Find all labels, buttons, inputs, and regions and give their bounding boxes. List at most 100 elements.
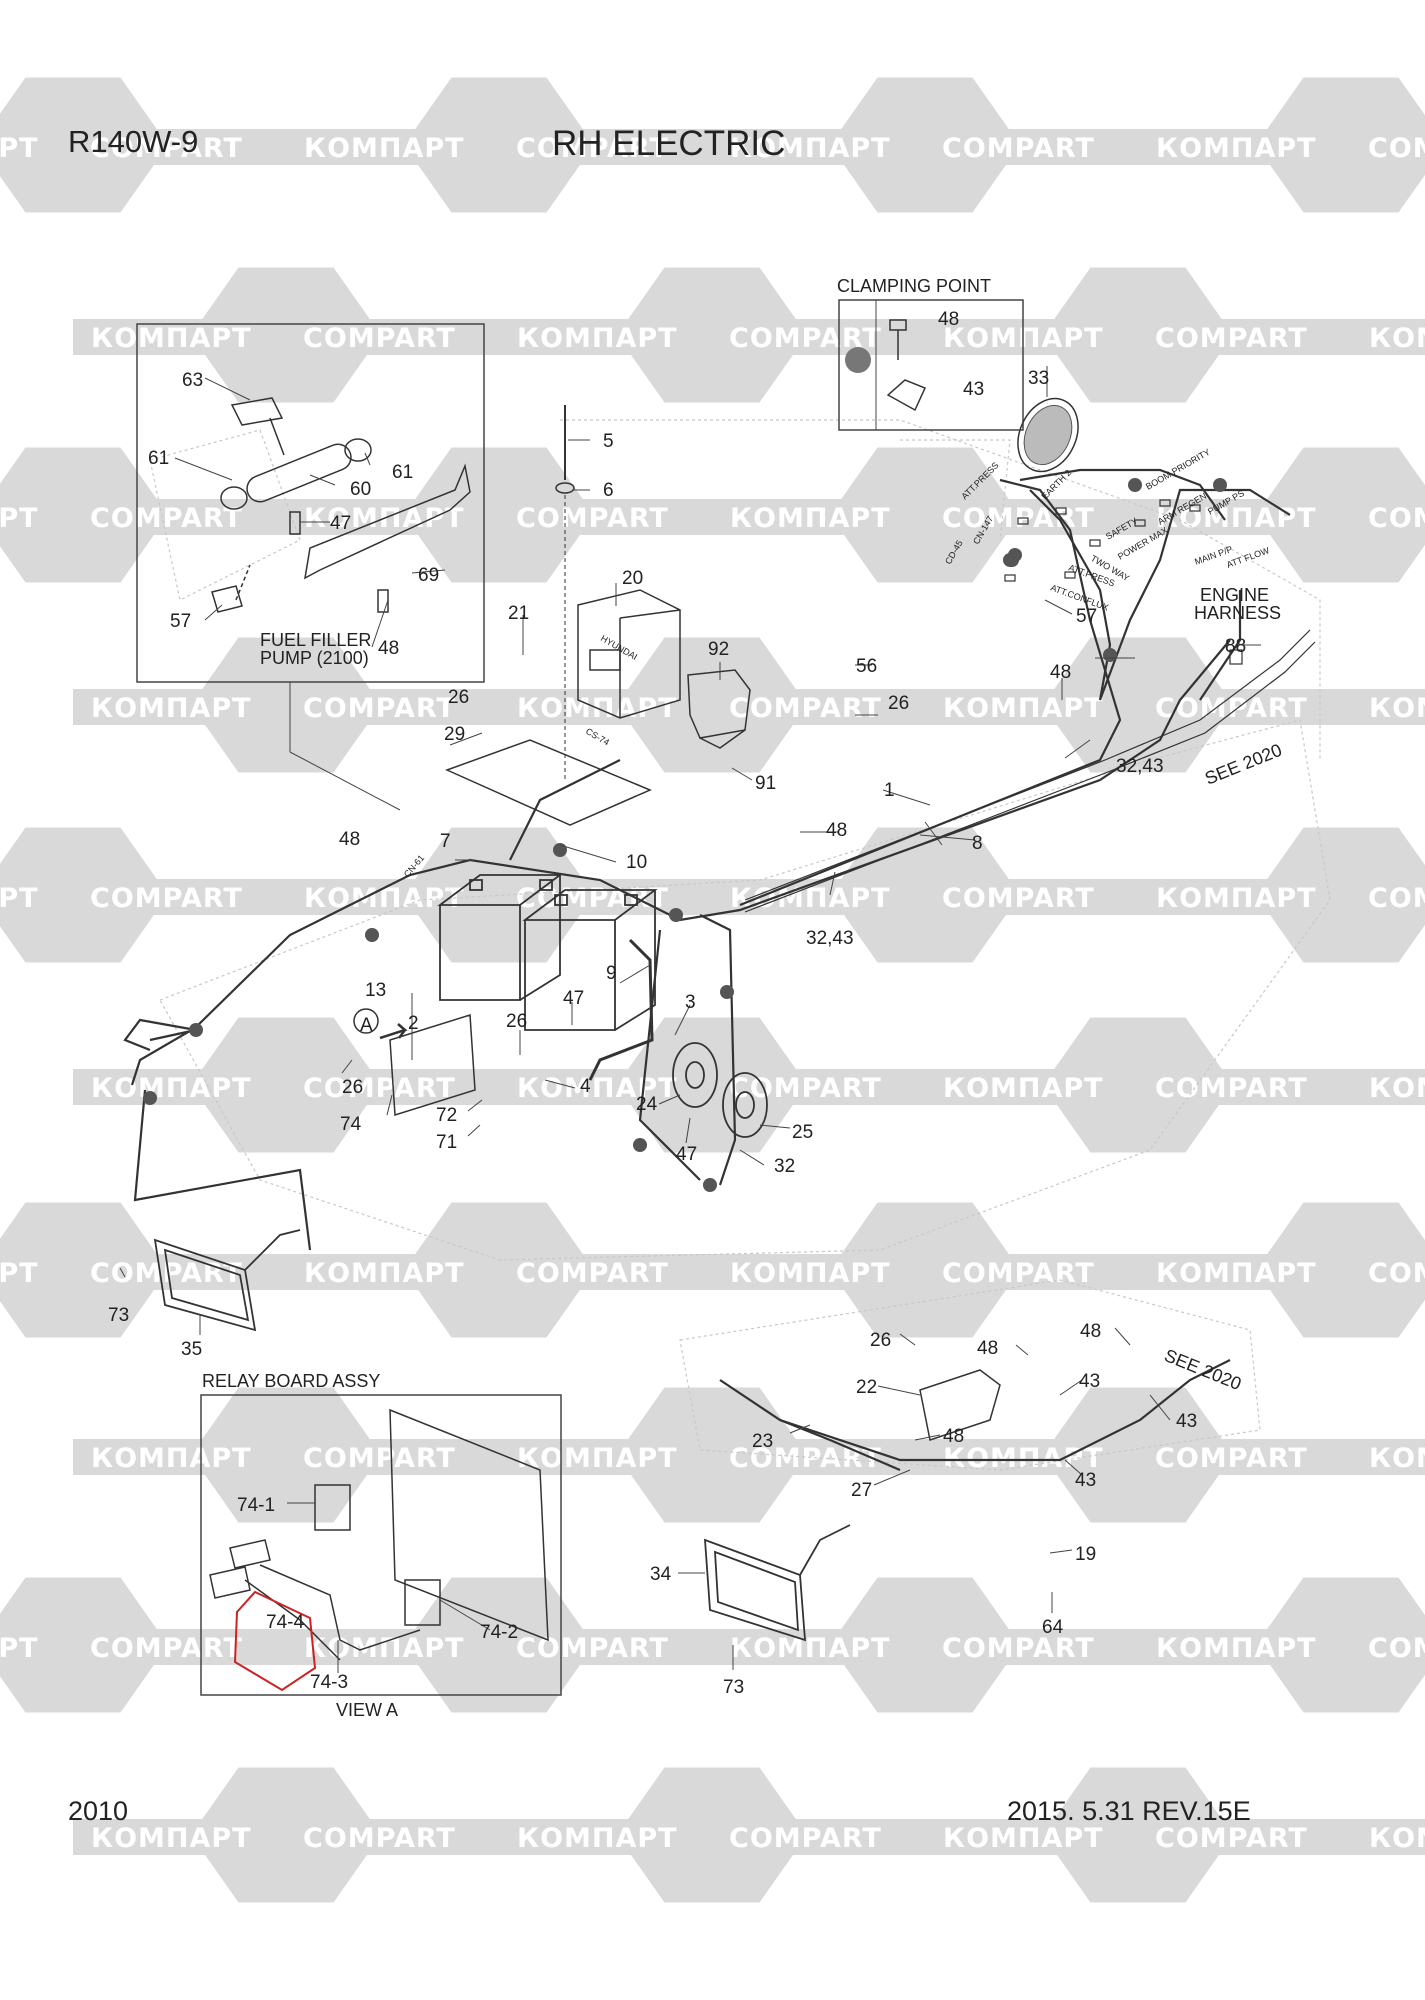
conn-cn-147: CN-147 xyxy=(971,514,995,546)
watermark-text: КОМПАРТ xyxy=(517,323,678,354)
watermark-text: КОМПАРТ xyxy=(0,883,39,914)
model-number: R140W-9 xyxy=(68,124,199,159)
callout-26-top: 26 xyxy=(888,693,909,714)
callout-61-left: 61 xyxy=(148,448,169,469)
see-2020-lower: SEE 2020 xyxy=(1162,1345,1245,1394)
watermark-text: КОМПАРТ xyxy=(943,693,1104,724)
page-title: RH ELECTRIC xyxy=(552,124,786,163)
controller-brand: HYUNDAI xyxy=(599,633,639,662)
watermark-text: КОМПАРТ xyxy=(1369,1073,1425,1104)
watermark-text: COMPART xyxy=(1155,323,1308,354)
watermark-text: COMPART xyxy=(729,693,882,724)
callout-60: 60 xyxy=(350,479,371,500)
callout-9: 9 xyxy=(606,963,617,984)
callout-57-right: 57 xyxy=(1076,606,1097,627)
watermark-text: COMPART xyxy=(303,1443,456,1474)
watermark-tile: КОМПАРТ COMPART xyxy=(499,1767,925,1903)
leader-lines xyxy=(119,366,1261,1673)
watermark-text: COMPART xyxy=(1155,1823,1308,1854)
watermark-text: КОМПАРТ xyxy=(1156,1633,1317,1664)
watermark-text: COMPART xyxy=(942,133,1095,164)
callout-69: 69 xyxy=(418,565,439,586)
watermark-text: COMPART xyxy=(516,1258,669,1289)
callout-7: 7 xyxy=(440,831,451,852)
callout-19: 19 xyxy=(1075,1544,1096,1565)
module-92 xyxy=(687,669,751,749)
callout-29: 29 xyxy=(444,724,465,745)
callout-2: 2 xyxy=(408,1013,419,1034)
callout-21: 21 xyxy=(508,603,529,624)
watermark-text: COMPART xyxy=(516,503,669,534)
conn-cs-74: CS-74 xyxy=(584,726,611,747)
conn-att-press-1: ATT.PRESS xyxy=(959,460,1000,501)
watermark-text: КОМПАРТ xyxy=(517,1443,678,1474)
watermark-text: КОМПАРТ xyxy=(517,1823,678,1854)
watermark-text: COMPART xyxy=(303,1823,456,1854)
watermark-text: COMPART xyxy=(729,1073,882,1104)
mounting-plate xyxy=(444,739,652,826)
callout-72: 72 xyxy=(436,1105,457,1126)
conn-safety: SAFETY xyxy=(1104,516,1139,542)
callout-13: 13 xyxy=(365,980,386,1001)
conn-att-flow: ATT FLOW xyxy=(1225,545,1271,570)
callout-48-lower-mid: 48 xyxy=(977,1338,998,1359)
watermark-text: КОМПАРТ xyxy=(730,1258,891,1289)
callout-47-battery: 47 xyxy=(563,988,584,1009)
watermark-text: COMPART xyxy=(90,503,243,534)
callout-26-plate: 26 xyxy=(448,687,469,708)
watermark-text: COMPART xyxy=(1368,133,1425,164)
watermark-text: КОМПАРТ xyxy=(730,1633,891,1664)
watermark-text: КОМПАРТ xyxy=(0,1258,39,1289)
callout-48-left: 48 xyxy=(339,829,360,850)
callout-26-relay: 26 xyxy=(342,1077,363,1098)
watermark-text: COMPART xyxy=(1155,1073,1308,1104)
watermark-text: КОМПАРТ xyxy=(943,1823,1104,1854)
engine-harness-label-1: ENGINE xyxy=(1200,585,1269,605)
watermark-text: КОМПАРТ xyxy=(91,1823,252,1854)
callout-34: 34 xyxy=(650,1564,672,1585)
callout-22: 22 xyxy=(856,1377,877,1398)
callout-48-right: 48 xyxy=(1050,662,1071,683)
watermark-text: КОМПАРТ xyxy=(91,693,252,724)
callout-10: 10 xyxy=(626,852,647,873)
watermark-text: КОМПАРТ xyxy=(0,1633,39,1664)
watermark-text: КОМПАРТ xyxy=(304,1633,465,1664)
callout-35: 35 xyxy=(181,1339,202,1360)
callout-8: 8 xyxy=(972,833,983,854)
page-number: 2010 xyxy=(68,1796,129,1826)
callout-74-4: 74-4 xyxy=(266,1612,304,1633)
relay-board-detail xyxy=(209,1408,549,1661)
engine-harness-label-2: HARNESS xyxy=(1194,603,1281,623)
clamp-point-marker xyxy=(845,347,871,373)
callout-57-fuel: 57 xyxy=(170,611,191,632)
callout-3: 3 xyxy=(685,992,696,1013)
callout-43-lower-3: 43 xyxy=(1075,1470,1096,1491)
watermark-text: COMPART xyxy=(729,1823,882,1854)
callout-73-lower: 73 xyxy=(723,1677,744,1698)
callout-27: 27 xyxy=(851,1480,872,1501)
highlight-74-4 xyxy=(233,1590,317,1692)
callout-32-43-mid: 32,43 xyxy=(806,928,854,949)
watermark-text: КОМПАРТ xyxy=(1156,503,1317,534)
watermark-text: КОМПАРТ xyxy=(1156,1258,1317,1289)
watermark-text: КОМПАРТ xyxy=(91,1443,252,1474)
watermark-text: КОМПАРТ xyxy=(91,323,252,354)
callout-1: 1 xyxy=(884,780,895,801)
watermark-text: КОМПАРТ xyxy=(304,133,465,164)
